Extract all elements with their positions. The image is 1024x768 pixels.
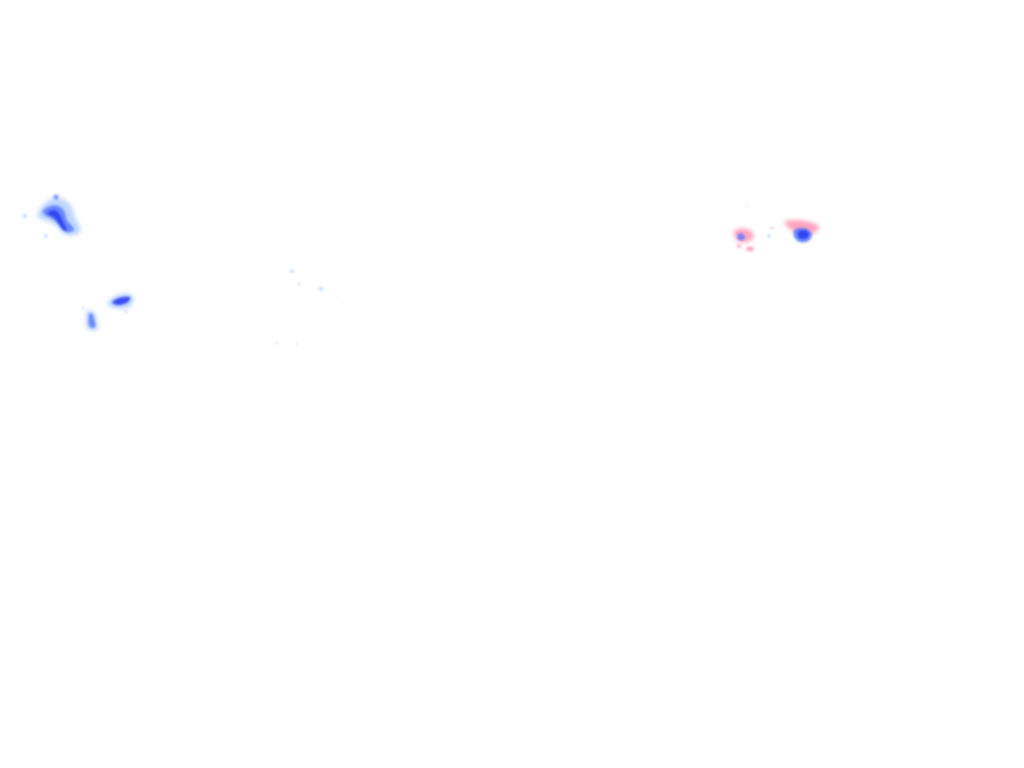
echo-moderate xyxy=(88,313,96,328)
echo-speck xyxy=(124,310,128,314)
echo-speck xyxy=(296,343,298,345)
echo-moderate xyxy=(737,233,745,241)
echo-heavy xyxy=(48,210,67,231)
precip-cell-west-1 xyxy=(23,194,81,238)
precip-cell-east-1 xyxy=(767,219,819,243)
echo-speck xyxy=(53,194,59,200)
echo-speck xyxy=(770,226,774,230)
echo-mixed-fragment xyxy=(736,244,742,248)
echo-speck xyxy=(767,234,771,238)
echo-speck xyxy=(318,287,324,291)
echo-speck xyxy=(297,282,301,286)
echo-speck xyxy=(335,295,337,297)
precip-cell-west-2 xyxy=(108,293,134,314)
echo-speck xyxy=(23,214,27,218)
precip-cell-east-2 xyxy=(734,205,754,252)
echo-speck xyxy=(81,306,85,310)
echo-heavy xyxy=(112,296,131,305)
echo-speck xyxy=(44,234,48,238)
precip-cell-west-3 xyxy=(81,306,98,331)
echo-speck xyxy=(276,342,278,344)
echo-speck xyxy=(746,205,748,207)
echo-mixed xyxy=(784,219,819,235)
precip-cell-center-scatter xyxy=(276,269,337,345)
echo-speck xyxy=(290,269,294,273)
echo-heavy xyxy=(797,230,809,240)
echo-mixed-fragment xyxy=(746,246,754,252)
